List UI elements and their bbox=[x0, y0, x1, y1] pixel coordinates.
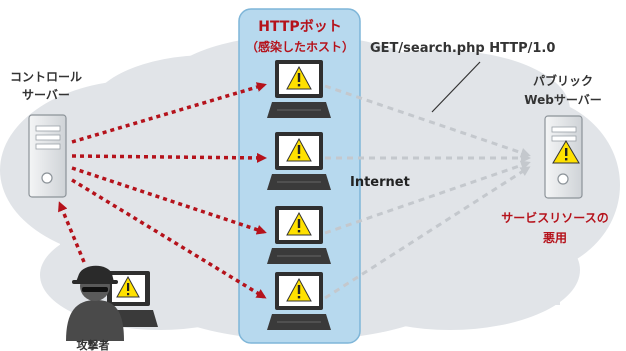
public-server-label-line2: Webサーバー bbox=[524, 93, 601, 107]
public-server-label-line1: パブリック bbox=[533, 73, 593, 88]
internet-label: Internet bbox=[350, 175, 410, 190]
command-arrow-bot1 bbox=[71, 82, 267, 144]
bot-computer-3 bbox=[267, 206, 331, 264]
bot-computer-2 bbox=[267, 132, 331, 190]
bot4-request-arrow bbox=[324, 166, 531, 300]
warning-icon bbox=[286, 277, 312, 302]
attacker bbox=[66, 265, 158, 341]
public-web-server bbox=[544, 115, 583, 199]
botnet-title: HTTPボット bbox=[258, 19, 341, 35]
botnet-subtitle: （感染したホスト） bbox=[246, 39, 354, 54]
attacker-label: 攻撃者 bbox=[77, 338, 110, 351]
attacker-warning-icon bbox=[116, 275, 140, 298]
command-arrow-bot3 bbox=[71, 166, 267, 235]
command-arrow-bot4 bbox=[71, 178, 267, 299]
control-server bbox=[28, 114, 67, 198]
server-warning-icon bbox=[552, 140, 580, 164]
bot3-request-arrow bbox=[324, 160, 531, 235]
attacker-to-control-arrow bbox=[58, 201, 86, 263]
bot-computer-4 bbox=[267, 272, 331, 330]
bot-computers bbox=[267, 60, 331, 330]
command-arrows bbox=[58, 82, 267, 299]
command-arrow-bot2 bbox=[71, 152, 267, 163]
warning-icon bbox=[286, 211, 312, 236]
warning-icon bbox=[286, 137, 312, 162]
bot-computer-1 bbox=[267, 60, 331, 118]
warning-icon bbox=[286, 65, 312, 90]
bot-to-server-arrows bbox=[324, 84, 531, 300]
request-label: GET/search.php HTTP/1.0 bbox=[370, 41, 555, 56]
request-callout-line bbox=[431, 61, 481, 113]
abuse-label-line1: サービスリソースの bbox=[501, 210, 608, 225]
control-server-label-line2: サーバー bbox=[22, 88, 70, 102]
attacker-person-icon bbox=[66, 265, 124, 341]
bot1-request-arrow bbox=[324, 84, 531, 158]
abuse-label-line2: 悪用 bbox=[543, 231, 567, 245]
control-server-label-line1: コントロール bbox=[10, 70, 82, 84]
